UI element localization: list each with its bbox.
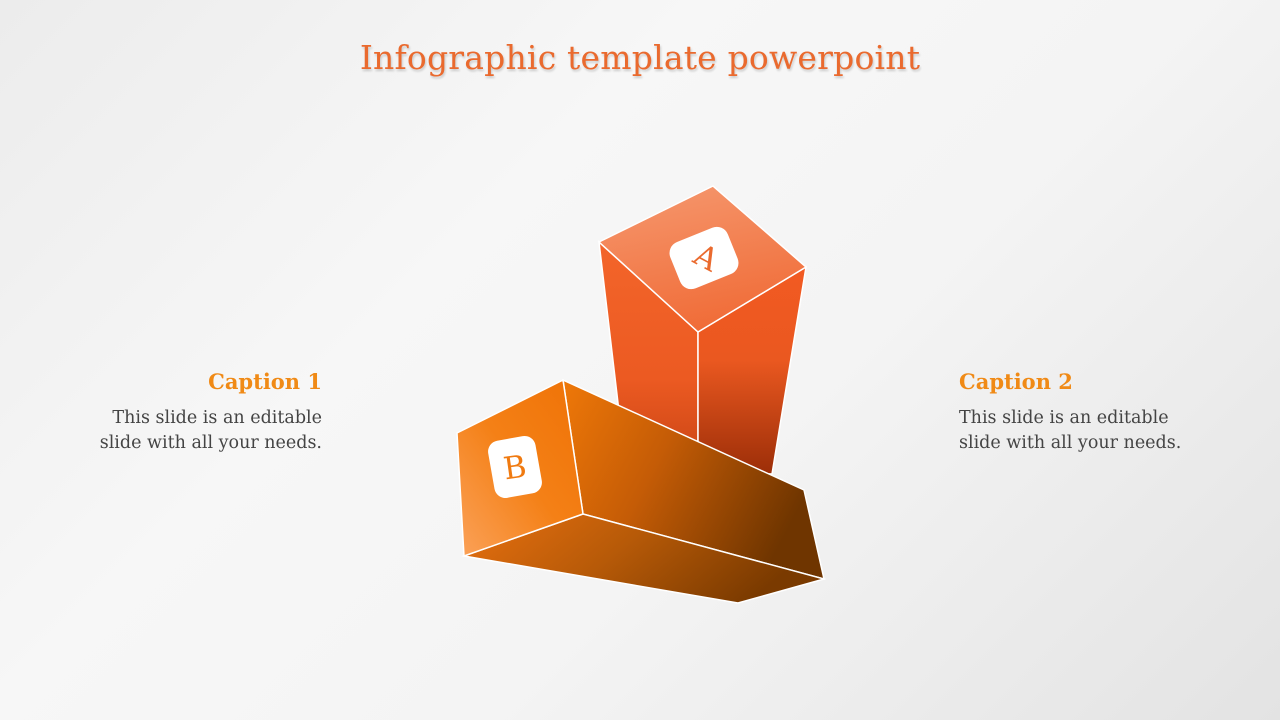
caption-1-line-1: This slide is an editable: [112, 408, 322, 428]
box-b-label: B: [501, 449, 529, 488]
box-a-badge: A: [669, 226, 739, 290]
caption-2-text: This slide is an editable slide with all…: [959, 406, 1199, 456]
caption-1: Caption 1 This slide is an editable slid…: [62, 368, 322, 456]
slide-title: Infographic template powerpoint: [359, 38, 921, 77]
box-b-badge: B: [488, 436, 542, 498]
caption-2-heading: Caption 2: [959, 369, 1073, 394]
caption-1-text: This slide is an editable slide with all…: [82, 406, 322, 456]
caption-1-line-2: slide with all your needs.: [99, 433, 322, 453]
caption-1-heading: Caption 1: [208, 369, 322, 394]
box-b: B: [456, 378, 827, 604]
caption-2-line-2: slide with all your needs.: [959, 433, 1182, 453]
caption-2-line-1: This slide is an editable: [959, 408, 1169, 428]
box-a: A: [597, 185, 808, 475]
caption-2: Caption 2 This slide is an editable slid…: [959, 368, 1219, 456]
